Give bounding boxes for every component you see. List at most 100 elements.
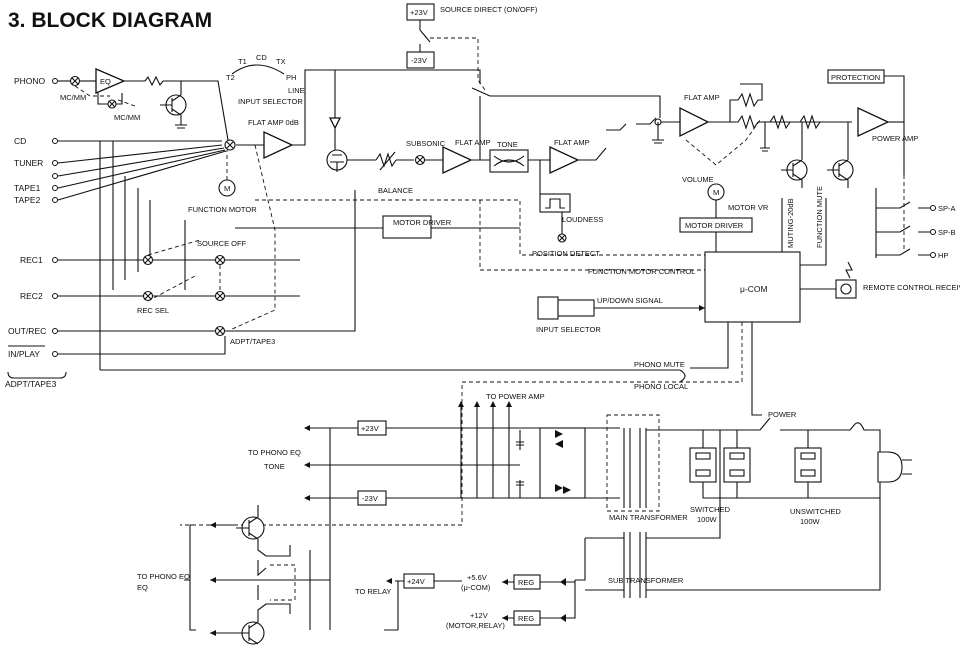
sub-transformer xyxy=(623,532,647,598)
mc-mm-label-2: MC/MM xyxy=(114,113,140,122)
plus12v-sub-label: (MOTOR,RELAY) xyxy=(446,621,505,630)
volume-resistor-2 xyxy=(730,114,759,130)
function-mute-label: FUNCTION MUTE xyxy=(815,186,824,248)
source-direct-section: +23V SOURCE DIRECT (ON/OFF) -23V xyxy=(292,3,661,172)
flat-amp-4-label: FLAT AMP xyxy=(684,93,720,102)
up-down-label: UP/DOWN SIGNAL xyxy=(597,296,663,305)
input-selector-label: INPUT SELECTOR xyxy=(238,97,303,106)
switched-label: SWITCHED xyxy=(690,505,731,514)
function-motor-control-label: FUNCTION MOTOR CONTROL xyxy=(588,267,695,276)
motor-driver-left-box xyxy=(382,215,432,239)
input-selector: T1 CD TX T2 PH LINE INPUT SELECTOR FLAT … xyxy=(57,53,305,214)
motor-vr-m: M xyxy=(713,188,719,197)
to-phono-eq-bottom-label-2: EQ xyxy=(137,583,148,592)
motor-driver-right-label: MOTOR DRIVER xyxy=(685,221,744,230)
flat-amp-0db xyxy=(263,130,294,160)
protection-label: PROTECTION xyxy=(831,73,880,82)
ac-plug-icon xyxy=(877,451,903,483)
plus24v-label: +24V xyxy=(407,577,425,586)
muting-label: MUTING-20dB xyxy=(786,198,795,248)
input-label-tuner: TUNER xyxy=(14,158,43,168)
phono-mute-label: PHONO MUTE xyxy=(634,360,685,369)
minus23v-label: -23V xyxy=(362,494,378,503)
flat-amp-2 xyxy=(442,145,473,175)
fuse xyxy=(849,422,881,460)
jack-phono xyxy=(52,78,58,84)
input-label-tape1: TAPE1 xyxy=(14,183,41,193)
position-detect-label: POSITION DETECT xyxy=(532,249,600,258)
main-transformer-label: MAIN TRANSFORMER xyxy=(609,513,688,522)
flat-amp-4 xyxy=(679,106,710,138)
plus23v-top: +23V xyxy=(410,8,428,17)
resistor-pre-pa xyxy=(769,114,791,130)
source-off-label: SOURCE OFF xyxy=(197,239,247,248)
adpt-tape3-label: ADPT/TAPE3 xyxy=(230,337,275,346)
jack-tape2 xyxy=(52,197,58,203)
switched-w-label: 100W xyxy=(697,515,718,524)
plus12v-label: +12V xyxy=(470,611,488,620)
jack-rec2 xyxy=(52,293,58,299)
power-amp-label: POWER AMP xyxy=(872,134,918,143)
tone-block xyxy=(489,149,529,173)
input-jacks: PHONO CD TUNER TAPE1 TAPE2 REC1 REC2 OUT… xyxy=(5,76,67,389)
power-amp xyxy=(857,106,890,138)
selector-arc xyxy=(231,64,285,75)
jack-tuner-2 xyxy=(52,173,58,179)
adpt-bracket xyxy=(7,371,67,379)
rec-sel-label: REC SEL xyxy=(137,306,169,315)
balance-pot xyxy=(375,152,397,168)
tone-2-label: TONE xyxy=(264,462,285,471)
to-relay-label: TO RELAY xyxy=(355,587,391,596)
power-amp-section: PROTECTION POWER AMP MUTING-20dB FUNCTIO… xyxy=(781,69,956,260)
jack-tape1 xyxy=(52,185,58,191)
sp-b-switch xyxy=(876,225,930,233)
balance-label: BALANCE xyxy=(378,186,413,195)
regulators: +24V TO RELAY +5.6V (μ-COM) REG +12V (MO… xyxy=(355,573,576,631)
ucom-section: μ-COM REMOTE CONTROL RECEIVER UNIT UP/DO… xyxy=(180,198,960,526)
sel-t1: T1 xyxy=(238,57,247,66)
phono-eq-section: EQ MC/MM MC/MM xyxy=(58,68,229,141)
power-supply: TO POWER AMP +23V -23V TO PHONO EQ TONE … xyxy=(248,392,912,598)
remote-label: REMOTE CONTROL RECEIVER UNIT xyxy=(863,283,960,292)
reg-2-label: REG xyxy=(518,614,534,623)
resistor-1 xyxy=(144,75,164,87)
outlet-switched-1 xyxy=(689,447,717,483)
filter-caps xyxy=(516,430,524,498)
flat-amp-3 xyxy=(549,145,580,175)
to-phono-eq-label: TO PHONO EQ xyxy=(248,448,301,457)
input-selector-2-label: INPUT SELECTOR xyxy=(536,325,601,334)
sp-a-label: SP-A xyxy=(938,204,956,213)
eq-label: EQ xyxy=(100,77,111,86)
flat-amp-2-label: FLAT AMP xyxy=(455,138,491,147)
reg-1-label: REG xyxy=(518,578,534,587)
input-label-in-play: IN/PLAY xyxy=(8,349,40,359)
function-motor-m: M xyxy=(224,184,230,193)
main-transformer-outline xyxy=(606,414,660,512)
volume-label: VOLUME xyxy=(682,175,714,184)
jack-in-play xyxy=(52,351,58,357)
jack-rec1 xyxy=(52,257,58,263)
loudness-block xyxy=(539,193,571,213)
sub-transformer-label: SUB TRANSFORMER xyxy=(608,576,684,585)
phono-eq-power-section: TO PHONO EQ EQ xyxy=(137,428,331,645)
input-label-cd: CD xyxy=(14,136,26,146)
input-label-phono: PHONO xyxy=(14,76,46,86)
volume-resistor-1 xyxy=(737,92,759,108)
motor-vr-label: MOTOR VR xyxy=(728,203,769,212)
sel-t2: T2 xyxy=(226,73,235,82)
ir-signal-icon xyxy=(845,261,853,279)
power-label: POWER xyxy=(768,410,797,419)
phono-local-label: PHONO LOCAL xyxy=(634,382,688,391)
rail-top xyxy=(292,69,481,146)
tone-label: TONE xyxy=(497,140,518,149)
resistor-pre-pa-2 xyxy=(799,114,821,130)
sel-line: LINE xyxy=(288,86,305,95)
main-transformer xyxy=(623,428,647,508)
sel-ph: PH xyxy=(286,73,296,82)
unswitched-w-label: 100W xyxy=(800,517,821,526)
jack-cd xyxy=(52,138,58,144)
input-label-tape2: TAPE2 xyxy=(14,195,41,205)
tone-section: BALANCE SUBSONIC FLAT AMP TONE FLAT AMP … xyxy=(347,96,607,258)
